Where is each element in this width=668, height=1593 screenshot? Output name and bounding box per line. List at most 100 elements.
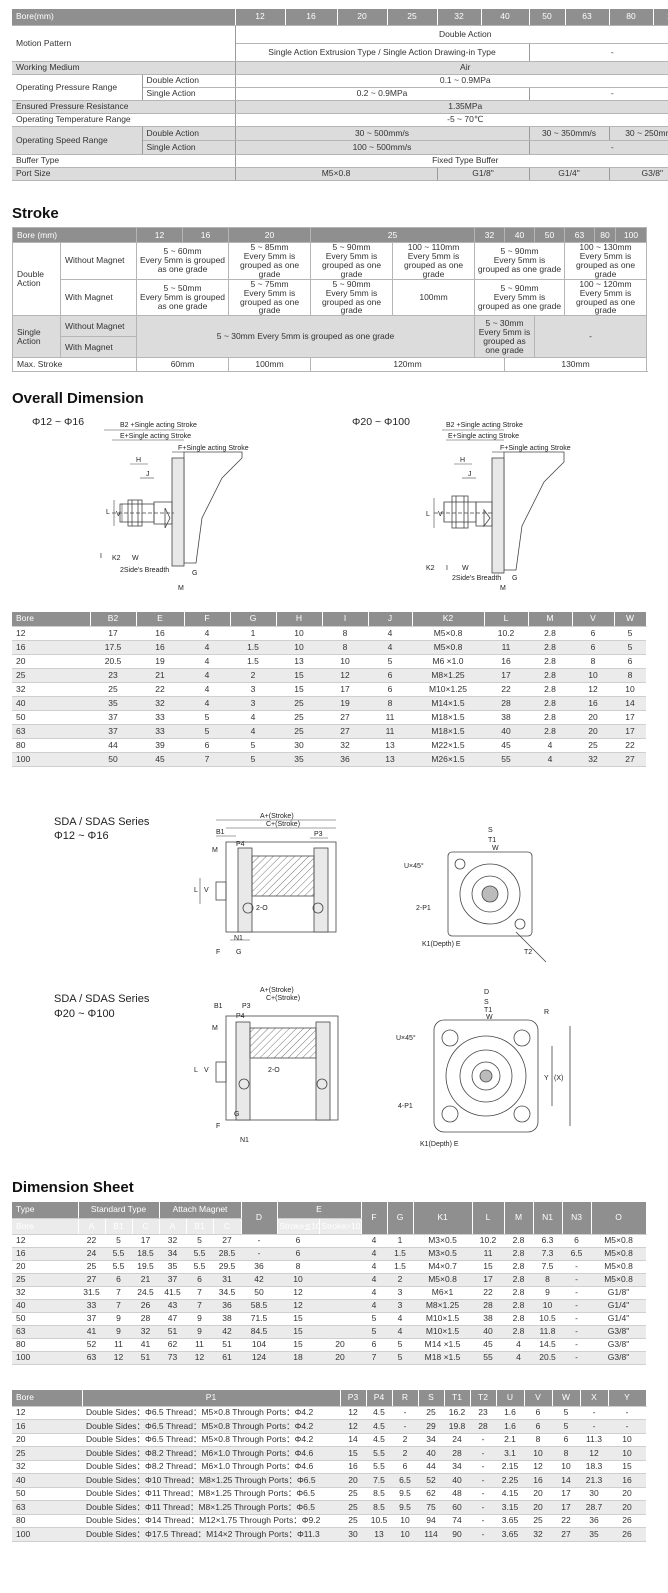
overall-small-f-label: F+Single acting Stroke (178, 445, 249, 452)
table-cell: 25 (572, 738, 614, 753)
table-cell: 32 (12, 1460, 82, 1474)
operating-pressure-label: Operating Pressure Range (12, 74, 143, 101)
table-cell: M26×1.5 (412, 752, 484, 767)
table-cell: Double Sides：Φ10 Thread：M8×1.25 Through … (82, 1473, 340, 1488)
table-cell: 6 (277, 1247, 319, 1261)
table-cell: 50 (241, 1286, 277, 1300)
overall-large-i-label: I (446, 565, 448, 572)
table-cell: 20 (524, 1500, 552, 1515)
table-cell: 19 (136, 654, 184, 669)
port-size-c: G1/4" (529, 167, 610, 181)
series-small-t1-label: T1 (488, 837, 496, 844)
stroke-header-cell: 12 (136, 227, 184, 243)
series-large-o-label: 2-O (268, 1067, 280, 1074)
column-header: N3 (562, 1202, 592, 1235)
table-cell: 9.5 (392, 1487, 418, 1501)
series-small-p1-label: 2-P1 (416, 905, 431, 912)
speed-single-dash: - (529, 140, 668, 155)
table-cell: 2.8 (528, 710, 572, 725)
table-cell: M3×0.5 (413, 1234, 473, 1248)
table-cell: 20.5 (533, 1351, 563, 1365)
table-cell (319, 1247, 362, 1261)
table-cell: 28 (484, 696, 528, 711)
table-cell: 25 (340, 1514, 366, 1528)
overall-large-w-label: W (462, 565, 469, 572)
overall-small-j-label: J (146, 471, 150, 478)
table-cell (319, 1325, 362, 1339)
table-cell: 44 (90, 738, 136, 753)
table-cell: 3.65 (496, 1527, 524, 1542)
series-small-p3-label: P3 (314, 831, 323, 838)
overall-small-i-label: I (100, 553, 102, 560)
table-cell: 30 (340, 1527, 366, 1542)
table-cell: - (608, 1419, 646, 1434)
table-cell: Double Sides：Φ6.5 Thread：M5×0.8 Through … (82, 1419, 340, 1434)
table-cell: 11 (105, 1338, 132, 1352)
column-header: K2 (412, 612, 485, 627)
column-header: I (322, 612, 369, 627)
table-cell: G3/8" (591, 1338, 647, 1352)
table-cell: 35 (159, 1260, 186, 1274)
column-header: A (78, 1218, 106, 1235)
table-cell: 10.2 (472, 1234, 505, 1248)
table-cell: 12 (12, 1234, 78, 1248)
table-cell: 34 (159, 1247, 186, 1261)
series-large-x-label: (X) (554, 1075, 563, 1082)
column-header: Type (12, 1202, 79, 1219)
table-cell: 30 (580, 1487, 608, 1501)
table-cell: - (470, 1446, 496, 1461)
table-cell: 1 (387, 1234, 414, 1248)
table-cell: 2.1 (496, 1433, 524, 1447)
table-cell: 5 (361, 1312, 388, 1326)
table-cell: 3 (387, 1286, 414, 1300)
table-cell: 21 (132, 1273, 159, 1287)
max-stroke-cell: 60mm (136, 357, 230, 373)
table-cell: 19.8 (444, 1419, 470, 1434)
stroke-header-cell: 100 (615, 227, 648, 243)
column-header: G (387, 1202, 414, 1235)
table-cell: 12 (340, 1406, 366, 1420)
table-cell: G1/4" (591, 1312, 647, 1326)
stroke-title: Stroke (12, 205, 59, 222)
stroke-header-cell: 16 (182, 227, 230, 243)
table-cell: 16 (608, 1473, 646, 1488)
table-cell: 6 (368, 682, 412, 697)
table-cell: 6.5 (392, 1473, 418, 1488)
table-cell: 26 (608, 1514, 646, 1528)
table-cell: 2.8 (528, 668, 572, 683)
table-cell: 27 (78, 1273, 105, 1287)
spec-header-cell: 100 (653, 9, 668, 26)
table-cell: 24.5 (132, 1286, 159, 1300)
table-cell: 37 (159, 1273, 186, 1287)
table-cell: 4 (184, 654, 230, 669)
column-header: X (580, 1390, 609, 1407)
series-small-side-view: A+(Stroke) C+(Stroke) B1 P3 P4 M L V 2-O… (194, 813, 337, 956)
port-size-b: G1/8" (437, 167, 530, 181)
column-header: W (614, 612, 647, 627)
table-cell: 25 (340, 1500, 366, 1515)
stroke-header-cell: 20 (228, 227, 312, 243)
table-cell: - (580, 1406, 608, 1420)
table-cell: M5×0.8 (591, 1247, 647, 1261)
table-cell: 32 (524, 1527, 552, 1542)
column-header: M (504, 1202, 534, 1235)
spec-header-cell: Bore(mm) (12, 9, 236, 26)
operating-temp-label: Operating Temperature Range (12, 113, 236, 127)
table-cell: 5 (184, 710, 230, 725)
table-cell: 17 (614, 724, 646, 739)
table-cell: 17 (90, 626, 136, 641)
table-cell: 6 (572, 626, 614, 641)
table-cell: 4 (230, 724, 276, 739)
table-cell: 27 (213, 1234, 241, 1248)
table-cell: 7.3 (533, 1247, 563, 1261)
table-cell: 2.8 (504, 1286, 534, 1300)
series-large-n1-label: N1 (240, 1137, 249, 1144)
with-magnet-label: With Magnet (59, 278, 138, 317)
table-cell: 28 (444, 1446, 470, 1461)
table-cell: 14 (340, 1433, 366, 1447)
table-cell: 17 (484, 668, 528, 683)
